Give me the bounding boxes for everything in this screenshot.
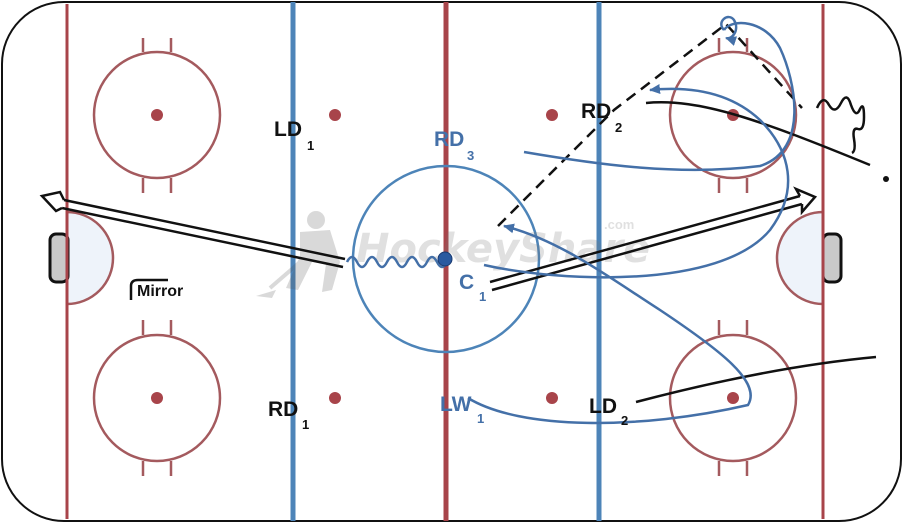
watermark-suffix: .com [604, 217, 634, 232]
pass-arrow-to-right-goal [489, 186, 818, 292]
player-rd1: RD 1 [268, 398, 309, 432]
player-ld2: LD 2 [589, 395, 628, 428]
faceoff-circle-bottom-left [92, 320, 222, 476]
player-number: 1 [479, 289, 486, 304]
rd2-dashed-pass-path [497, 22, 803, 227]
neutral-zone-dot [546, 392, 558, 404]
faceoff-dot [151, 109, 163, 121]
player-number: 1 [477, 411, 484, 426]
c1-skate-path [483, 84, 790, 279]
player-number: 2 [621, 413, 628, 428]
skating-squiggle-line [815, 96, 866, 155]
left-goal-net [48, 232, 70, 284]
faceoff-dot [151, 392, 163, 404]
neutral-zone-dot [329, 392, 341, 404]
player-label: C [459, 271, 474, 294]
loop-arrow [720, 15, 738, 46]
player-label: RD [581, 100, 611, 123]
right-goal-crease [775, 210, 825, 306]
player-label: LD [274, 118, 302, 141]
right-goal-net [821, 232, 843, 284]
player-ld1: LD 1 [274, 118, 314, 153]
player-number: 2 [615, 120, 622, 135]
player-c1: C 1 [459, 271, 486, 304]
faceoff-circle-top-left [92, 38, 222, 193]
player-number: 1 [302, 417, 309, 432]
rd2-skate-path [645, 101, 871, 167]
player-label: LW [440, 393, 472, 416]
player-rd3: RD 3 [434, 128, 474, 163]
player-rd2: RD 2 [581, 100, 622, 135]
left-goal-crease [65, 210, 115, 306]
lw1-skate-path [467, 223, 752, 425]
faceoff-circle-bottom-right [668, 320, 798, 476]
watermark: HockeyShare .com [256, 211, 650, 298]
puck-mark [883, 176, 889, 182]
player-label: RD [434, 128, 464, 151]
mirror-legend-label: Mirror [137, 283, 183, 300]
player-number: 3 [467, 148, 474, 163]
faceoff-dot [727, 392, 739, 404]
puck [437, 251, 453, 267]
pass-arrow-to-left-goal [39, 190, 346, 269]
player-label: LD [589, 395, 617, 418]
player-lw1: LW 1 [440, 393, 484, 426]
center-faceoff-circle [351, 164, 541, 354]
puck-carry-squiggle [345, 255, 449, 269]
neutral-zone-dot [546, 109, 558, 121]
player-number: 1 [307, 138, 314, 153]
player-label: RD [268, 398, 298, 421]
ld2-skate-path [635, 355, 877, 404]
rd3-skate-path [523, 21, 796, 172]
mirror-legend-icon [129, 278, 168, 300]
neutral-zone-dot [329, 109, 341, 121]
faceoff-circle-top-right [668, 38, 798, 193]
